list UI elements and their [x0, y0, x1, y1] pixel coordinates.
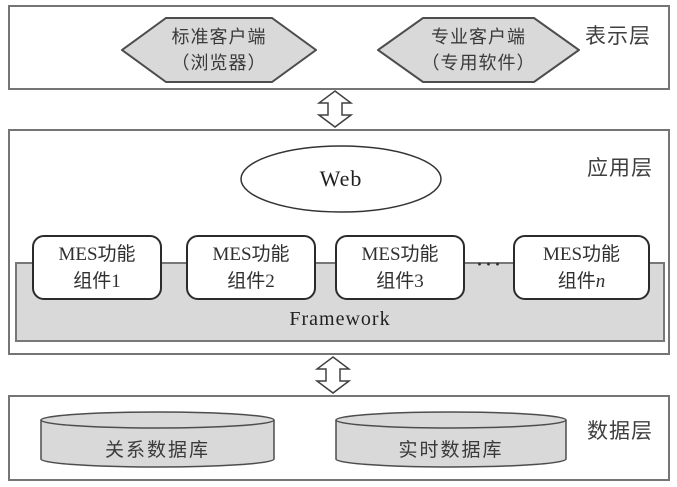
professional-client-hexagon: 专业客户端 （专用软件） — [377, 17, 580, 83]
ellipsis-dots: ··· — [476, 254, 504, 274]
relational-database-label: 关系数据库 — [104, 439, 210, 461]
web-label: Web — [319, 166, 363, 191]
hexagon-shape-icon — [121, 17, 317, 83]
mes-component-3-line1: MES功能 — [361, 243, 439, 265]
standard-client-line2: （浏览器） — [171, 53, 267, 73]
mes-component-n-box: MES功能 组件n — [513, 235, 650, 300]
professional-client-line1: 专业客户端 — [431, 27, 526, 47]
mes-component-n-line2: 组件n — [557, 270, 606, 292]
database-cylinder-icon — [40, 411, 275, 468]
data-layer-label: 数据层 — [587, 419, 653, 443]
presentation-layer-box: 表示层 标准客户端 （浏览器） 专业客户端 （专用软件） — [8, 5, 670, 90]
professional-client-line2: （专用软件） — [421, 53, 536, 73]
hexagon-shape-icon — [377, 17, 580, 83]
mes-component-3-box: MES功能 组件3 — [335, 235, 465, 300]
double-arrow-icon — [314, 356, 352, 394]
mes-component-2-box: MES功能 组件2 — [186, 235, 316, 300]
realtime-database-label: 实时数据库 — [398, 439, 504, 461]
database-cylinder-icon — [335, 411, 567, 468]
mes-component-n-line1: MES功能 — [542, 243, 621, 265]
data-layer-box: 数据层 关系数据库 实时数据库 — [8, 395, 670, 481]
mes-component-2-line2: 组件2 — [227, 270, 275, 292]
application-layer-label: 应用层 — [587, 156, 653, 180]
framework-label: Framework — [289, 308, 391, 330]
relational-database-cylinder: 关系数据库 — [40, 411, 275, 469]
mes-component-3-line2: 组件3 — [376, 270, 424, 292]
mes-component-1-line2: 组件1 — [73, 270, 121, 292]
realtime-database-cylinder: 实时数据库 — [335, 411, 567, 469]
mes-component-1-line1: MES功能 — [58, 243, 136, 265]
presentation-layer-label: 表示层 — [585, 24, 651, 48]
standard-client-line1: 标准客户端 — [171, 27, 267, 47]
ellipse-shape-icon — [240, 145, 442, 213]
mes-component-1-box: MES功能 组件1 — [32, 235, 162, 300]
web-ellipse: Web — [240, 145, 442, 213]
mes-component-2-line1: MES功能 — [212, 243, 290, 265]
standard-client-hexagon: 标准客户端 （浏览器） — [121, 17, 317, 83]
double-arrow-icon — [316, 90, 354, 128]
